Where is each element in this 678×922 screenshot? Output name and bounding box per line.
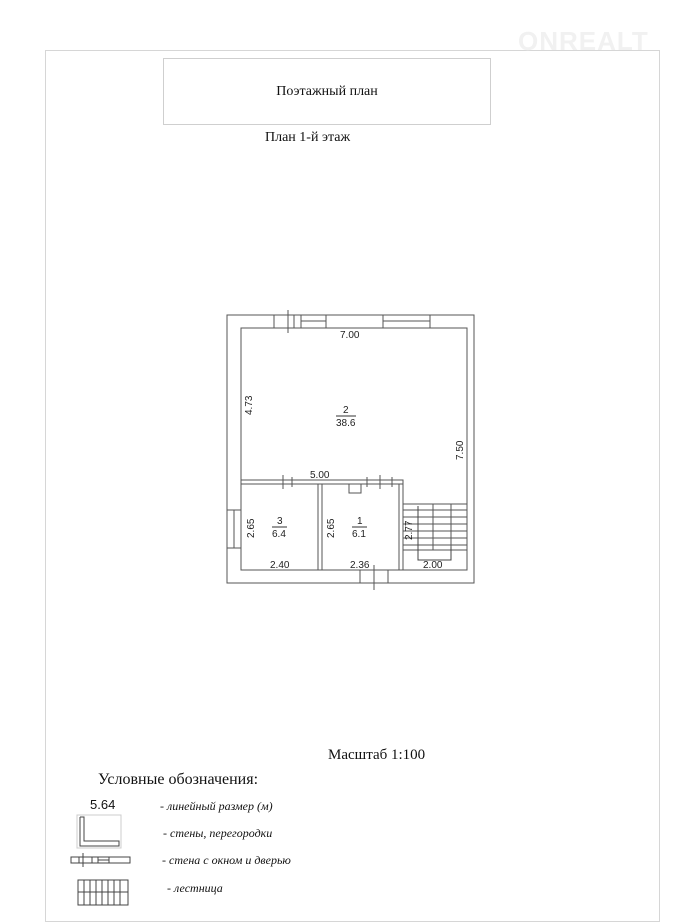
- dim-partition: 5.00: [310, 470, 330, 481]
- dim-room3-height: 2.65: [246, 518, 257, 538]
- dim-top: 7.00: [340, 330, 360, 341]
- legend-window-door-symbol: [70, 853, 131, 867]
- inner-wall: [240, 327, 468, 571]
- partition-stair: [398, 483, 404, 571]
- legend-item-window-door: - стена с окном и дверью: [162, 853, 291, 867]
- room-1-area: 6.1: [352, 529, 366, 540]
- top-door: [273, 314, 295, 329]
- room-3-area: 6.4: [272, 529, 286, 540]
- room-2-area: 38.6: [336, 418, 356, 429]
- dim-left-main: 4.73: [244, 395, 255, 415]
- dim-right-main: 7.50: [455, 440, 466, 460]
- legend-item-walls: - стены, перегородки: [163, 826, 273, 840]
- staircase: [403, 503, 467, 561]
- page-title: Поэтажный план: [276, 83, 378, 99]
- scale-label: Масштаб 1:100: [328, 747, 426, 763]
- outer-wall: [226, 314, 475, 584]
- dim-room1-width: 2.36: [350, 560, 370, 571]
- legend-item-dimension: - линейный размер (м): [160, 799, 273, 813]
- room-1-number: 1: [357, 516, 363, 527]
- watermark-logo: ONREALT: [518, 26, 649, 56]
- dim-room1-height: 2.65: [326, 518, 337, 538]
- legend-dimension-sample: 5.64: [90, 797, 116, 812]
- niche: [348, 483, 362, 494]
- title-box: Поэтажный план: [163, 58, 491, 125]
- dim-stair-height: 2.77: [404, 520, 415, 540]
- legend-title: Условные обозначения:: [98, 771, 259, 788]
- legend-wall-symbol: [76, 814, 122, 849]
- dim-room3-width: 2.40: [270, 560, 290, 571]
- legend-item-stair: - лестница: [167, 881, 223, 895]
- room-2-number: 2: [343, 405, 349, 416]
- dim-stair-width: 2.00: [423, 560, 443, 571]
- legend-stair-symbol: [77, 879, 129, 906]
- room-3-number: 3: [277, 516, 283, 527]
- floor-subtitle: План 1-й этаж: [265, 130, 351, 145]
- partition-room3: [317, 483, 323, 571]
